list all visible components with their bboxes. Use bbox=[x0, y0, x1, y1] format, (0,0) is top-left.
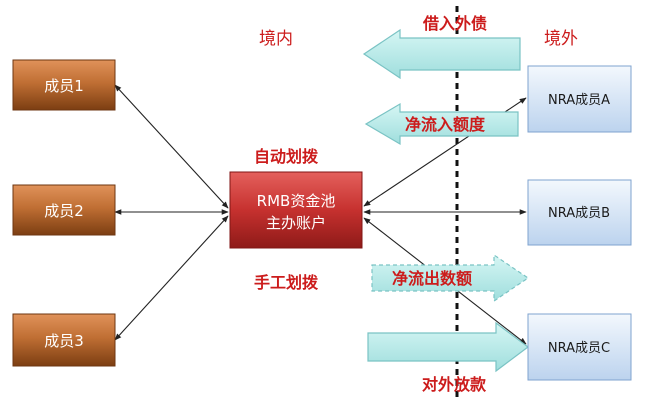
connector-member1-pool bbox=[114, 84, 229, 209]
nra-member-label: NRA成员B bbox=[548, 206, 610, 221]
member-label: 成员2 bbox=[44, 202, 84, 220]
net-inflow-arrow bbox=[364, 102, 519, 146]
nra-member-label: NRA成员A bbox=[548, 93, 610, 108]
member-label: 成员3 bbox=[44, 332, 84, 350]
overseas-lending-arrow bbox=[367, 321, 529, 373]
pool-account-line2: 主办账户 bbox=[266, 214, 326, 232]
connector-member3-pool bbox=[114, 215, 229, 341]
member-box-3: 成员3 bbox=[12, 313, 116, 367]
nra-member-label: NRA成员C bbox=[548, 341, 610, 356]
foreign-debt-label: 借入外债 bbox=[422, 14, 487, 33]
member-label: 成员1 bbox=[44, 77, 84, 95]
manual-transfer-label: 手工划拨 bbox=[254, 273, 319, 292]
member-box-2: 成员2 bbox=[12, 184, 116, 236]
member-box-1: 成员1 bbox=[12, 59, 116, 111]
pool-account-box: RMB资金池 主办账户 bbox=[229, 171, 363, 249]
foreign-debt-arrow bbox=[362, 28, 521, 80]
net-inflow-label: 净流入额度 bbox=[405, 115, 486, 134]
overseas-label: 境外 bbox=[544, 29, 578, 49]
pool-account-line1: RMB资金池 bbox=[257, 192, 336, 210]
nra-member-box-a: NRA成员A bbox=[527, 65, 632, 133]
net-outflow-arrow bbox=[371, 253, 530, 303]
nra-member-box-c: NRA成员C bbox=[527, 313, 632, 381]
overseas-lending-label: 对外放款 bbox=[422, 375, 487, 394]
domestic-label: 境内 bbox=[259, 29, 293, 49]
nra-member-box-b: NRA成员B bbox=[527, 179, 632, 246]
auto-transfer-label: 自动划拨 bbox=[254, 147, 319, 166]
net-outflow-label: 净流出数额 bbox=[392, 269, 472, 288]
